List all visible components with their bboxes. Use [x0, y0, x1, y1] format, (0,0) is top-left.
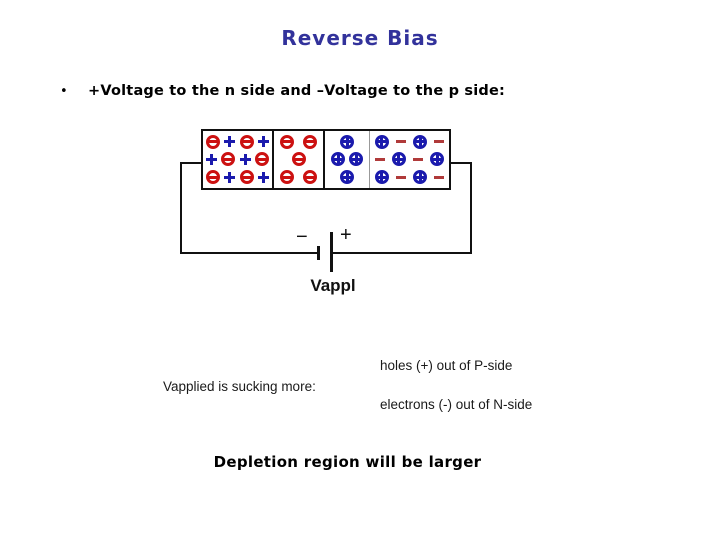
- symbol-row: [274, 169, 323, 186]
- hole-plus-icon: [224, 171, 236, 183]
- battery-negative-plate: [317, 246, 320, 260]
- acceptor-ion-icon: [239, 170, 254, 185]
- battery-minus-label: −: [296, 226, 308, 248]
- donor-ion-icon: [349, 152, 363, 167]
- electron-minus-icon: [434, 175, 445, 179]
- hole-plus-icon: [239, 153, 251, 165]
- acceptor-ion-icon: [280, 134, 294, 149]
- hole-plus-icon: [257, 136, 269, 148]
- acceptor-ion-icon: [254, 152, 269, 167]
- wire-bottom-right: [333, 252, 472, 254]
- symbol-row: [325, 133, 369, 150]
- acceptor-ion-icon: [206, 134, 221, 149]
- donor-ion-icon: [413, 134, 428, 149]
- wire-bottom-left: [180, 252, 318, 254]
- symbol-row: [274, 133, 323, 150]
- electron-minus-icon: [434, 140, 445, 144]
- acceptor-ion-icon: [206, 170, 221, 185]
- symbol-row: [203, 133, 272, 150]
- acceptor-ion-icon: [280, 170, 294, 185]
- donor-ion-icon: [340, 134, 354, 149]
- note-electrons-out: electrons (-) out of N-side: [380, 397, 533, 412]
- hole-plus-icon: [224, 136, 236, 148]
- symbol-row: [370, 133, 449, 150]
- donor-ion-icon: [374, 170, 389, 185]
- donor-ion-icon: [413, 170, 428, 185]
- note-vapplied-sucking: Vapplied is sucking more:: [163, 379, 316, 394]
- bullet-marker: •: [60, 84, 68, 99]
- symbol-row: [370, 169, 449, 186]
- symbol-row: [203, 169, 272, 186]
- hole-plus-icon: [206, 153, 218, 165]
- battery-plus-label: +: [340, 224, 352, 246]
- donor-ion-icon: [430, 152, 445, 167]
- symbol-row: [370, 151, 449, 168]
- note-holes-out: holes (+) out of P-side: [380, 358, 513, 373]
- wire-right-horizontal: [449, 162, 472, 164]
- battery-name-label: Vappl: [310, 276, 356, 295]
- electron-minus-icon: [395, 175, 406, 179]
- bullet-text: +Voltage to the n side and –Voltage to t…: [88, 83, 506, 99]
- region-p-bulk: [203, 131, 274, 188]
- symbol-row: [325, 169, 369, 186]
- donor-ion-icon: [374, 134, 389, 149]
- acceptor-ion-icon: [291, 152, 306, 167]
- acceptor-ion-icon: [303, 134, 317, 149]
- junction-box: [201, 129, 451, 190]
- symbol-row: [203, 151, 272, 168]
- acceptor-ion-icon: [239, 134, 254, 149]
- depletion-note: Depletion region will be larger: [213, 453, 482, 471]
- symbol-row: [325, 151, 369, 168]
- region-depletion-p: [274, 131, 325, 188]
- symbol-row: [274, 151, 323, 168]
- electron-minus-icon: [374, 157, 385, 161]
- region-depletion-n: [325, 131, 370, 188]
- donor-ion-icon: [391, 152, 406, 167]
- hole-plus-icon: [257, 171, 269, 183]
- slide-title: Reverse Bias: [281, 26, 439, 50]
- battery-positive-plate: [330, 232, 333, 272]
- wire-right-vertical: [470, 162, 472, 254]
- electron-minus-icon: [395, 140, 406, 144]
- acceptor-ion-icon: [303, 170, 317, 185]
- region-n-bulk: [370, 131, 449, 188]
- donor-ion-icon: [340, 170, 354, 185]
- electron-minus-icon: [413, 157, 424, 161]
- donor-ion-icon: [331, 152, 345, 167]
- acceptor-ion-icon: [221, 152, 236, 167]
- wire-left-horizontal: [180, 162, 202, 164]
- wire-left-vertical: [180, 162, 182, 254]
